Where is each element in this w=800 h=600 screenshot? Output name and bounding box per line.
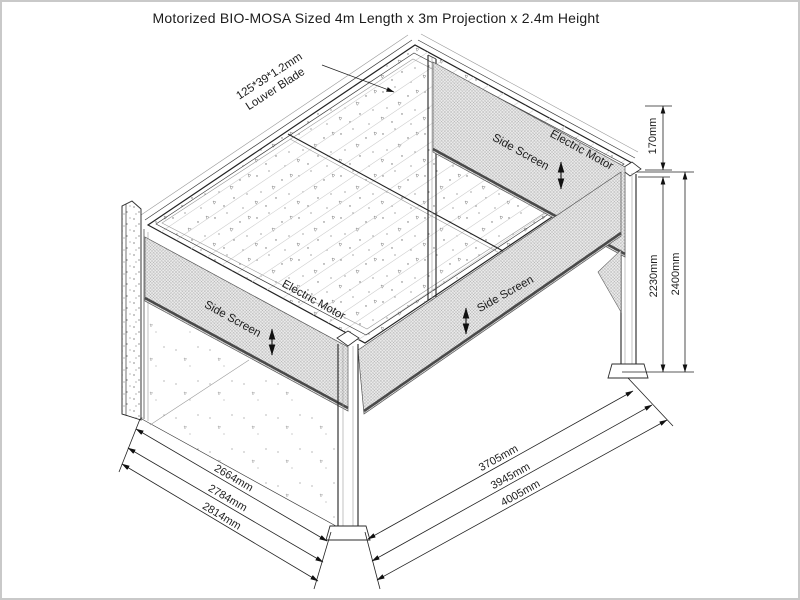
side-screen-front-right-panel	[357, 171, 622, 415]
screen-inner-wedge	[597, 249, 622, 314]
right-post-base-plate	[607, 363, 649, 379]
dim-beam-height: 170mm	[647, 118, 659, 155]
middle-rafter	[287, 133, 504, 252]
louver-blade-label: 125*39*1.2mm Louver Blade	[234, 51, 307, 113]
roof-frame-inset	[155, 52, 625, 336]
drawing-title: Motorized BIO-MOSA Sized 4m Length x 3m …	[153, 10, 600, 26]
louver-leader-line	[321, 64, 395, 93]
fascia-beams	[140, 33, 639, 221]
inner-wall-base-line	[149, 359, 250, 426]
front-post-base-plate	[325, 525, 371, 541]
side-screen-front-left-panel	[144, 236, 349, 412]
dim-total-height: 2400mm	[670, 253, 682, 296]
front-post	[325, 330, 371, 541]
length-dimensions: 3705mm 3945mm 4005mm	[367, 390, 668, 581]
left-wall-column	[121, 200, 149, 421]
dim-clear-height: 2230mm	[648, 255, 660, 298]
height-dimensions: 170mm 2230mm 2400mm	[647, 105, 688, 373]
side-screens	[144, 61, 626, 415]
